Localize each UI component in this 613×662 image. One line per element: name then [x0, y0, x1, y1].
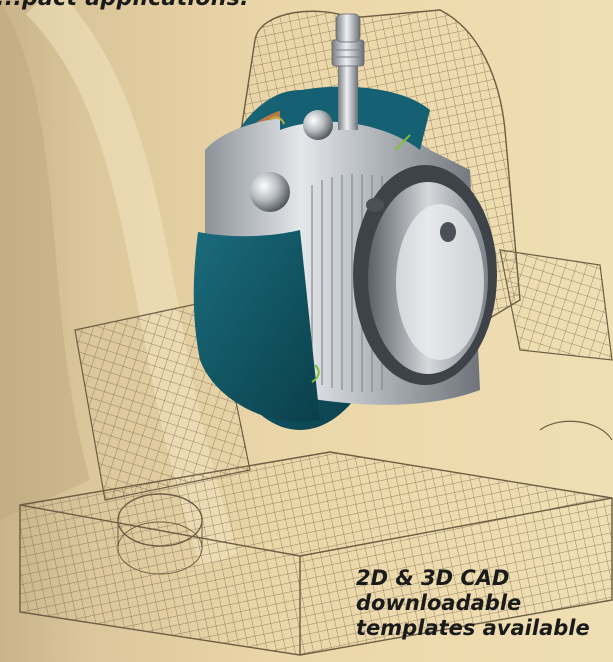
bearing-illustration	[193, 86, 497, 430]
cad-templates-caption: 2D & 3D CAD downloadable templates avail…	[356, 566, 590, 641]
cad-caption-line-1: 2D & 3D CAD	[356, 566, 510, 590]
top-caption: ...pact applications.	[0, 0, 249, 11]
cad-caption-line-3: templates available	[356, 616, 590, 640]
grease-nipple-icon	[331, 13, 365, 130]
background-shadow	[0, 0, 90, 520]
cad-caption-line-2: downloadable	[356, 591, 522, 615]
